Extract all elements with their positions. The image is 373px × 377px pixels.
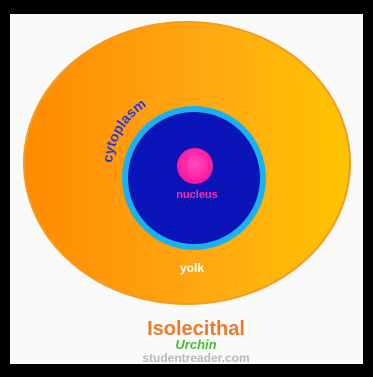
- caption-subtitle: Urchin: [175, 337, 216, 352]
- watermark-text: studentreader.com: [142, 351, 249, 365]
- yolk-label: yolk: [180, 261, 204, 275]
- nucleus-circle: [177, 148, 213, 184]
- nucleus-label: nucleus: [176, 189, 218, 201]
